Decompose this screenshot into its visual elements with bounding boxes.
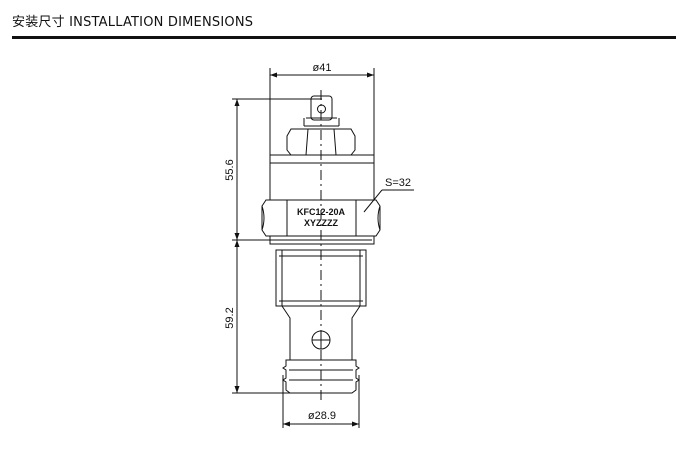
top-diameter-label: ø41 bbox=[313, 62, 332, 74]
upper-height-label: 55.6 bbox=[224, 159, 236, 180]
bottom-diameter-dimension bbox=[282, 375, 360, 428]
model-code-label: KFC12-20A bbox=[297, 207, 346, 217]
lower-height-label: 59.2 bbox=[224, 307, 236, 328]
header-divider bbox=[12, 36, 676, 39]
bottom-diameter-label: ø28.9 bbox=[308, 410, 336, 422]
hex-size-label: S=32 bbox=[385, 177, 411, 189]
page-title: 安装尺寸 INSTALLATION DIMENSIONS bbox=[12, 15, 254, 30]
upper-height-dimension bbox=[232, 98, 322, 240]
top-diameter-dimension bbox=[269, 68, 375, 155]
valve-body bbox=[261, 95, 381, 394]
serial-code-label: XYZZZZ bbox=[304, 218, 338, 228]
lower-height-dimension bbox=[232, 240, 290, 394]
hex-size-leader bbox=[363, 189, 414, 213]
